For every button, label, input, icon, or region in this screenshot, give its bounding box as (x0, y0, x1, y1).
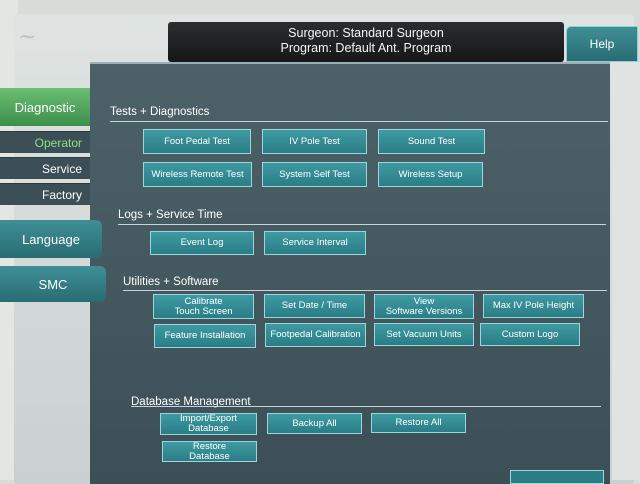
button-label-line: Touch Screen (174, 305, 233, 317)
help-button[interactable]: Help (566, 26, 638, 62)
monitor-bezel-right (612, 62, 640, 480)
system-self-test-button[interactable]: System Self Test (262, 162, 367, 187)
wireless-setup-button[interactable]: Wireless Setup (378, 162, 483, 187)
section-title-tests: Tests + Diagnostics (110, 106, 210, 118)
exit-button-partial[interactable] (510, 470, 604, 484)
set-vacuum-units-button[interactable]: Set Vacuum Units (374, 323, 474, 346)
restore-database-button[interactable]: Restore Database (162, 441, 257, 462)
section-divider (131, 406, 601, 407)
tab-smc[interactable]: SMC (0, 266, 106, 302)
subtab-operator[interactable]: Operator (0, 131, 90, 153)
calibrate-touch-screen-button[interactable]: Calibrate Touch Screen (153, 294, 254, 319)
section-title-utilities: Utilities + Software (123, 276, 219, 288)
button-label-line: Calibrate (184, 295, 223, 307)
restore-all-button[interactable]: Restore All (371, 413, 466, 433)
surgeon-label: Surgeon: Standard Surgeon (288, 26, 444, 40)
program-label: Program: Default Ant. Program (280, 41, 452, 55)
sound-test-button[interactable]: Sound Test (378, 129, 485, 154)
footpedal-calibration-button[interactable]: Footpedal Calibration (265, 323, 366, 347)
max-iv-pole-height-button[interactable]: Max IV Pole Height (483, 294, 584, 318)
button-label-line: Software Versions (385, 305, 463, 317)
feature-installation-button[interactable]: Feature Installation (154, 324, 256, 348)
tab-language[interactable]: Language (0, 220, 102, 258)
brand-logo: ~ (18, 25, 38, 50)
iv-pole-test-button[interactable]: IV Pole Test (262, 129, 367, 154)
service-interval-button[interactable]: Service Interval (264, 231, 366, 255)
section-divider (123, 290, 607, 291)
section-title-logs: Logs + Service Time (118, 209, 223, 221)
subtab-service[interactable]: Service (0, 157, 90, 179)
button-label-line: Database (189, 450, 230, 462)
backup-all-button[interactable]: Backup All (267, 413, 362, 434)
button-label-line: Restore (192, 440, 227, 452)
tab-diagnostic[interactable]: Diagnostic (0, 88, 90, 126)
section-divider (118, 224, 606, 225)
button-label-line: View (413, 295, 435, 307)
section-title-database: Database Management (131, 396, 251, 408)
set-date-time-button[interactable]: Set Date / Time (264, 294, 365, 318)
event-log-button[interactable]: Event Log (150, 231, 254, 255)
foot-pedal-test-button[interactable]: Foot Pedal Test (143, 129, 251, 154)
section-divider (110, 121, 608, 122)
subtab-factory[interactable]: Factory (0, 183, 90, 205)
import-export-database-button[interactable]: Import/Export Database (160, 413, 257, 435)
wireless-remote-test-button[interactable]: Wireless Remote Test (143, 162, 252, 187)
custom-logo-button[interactable]: Custom Logo (480, 323, 580, 346)
view-software-versions-button[interactable]: View Software Versions (374, 294, 474, 319)
session-header: Surgeon: Standard Surgeon Program: Defau… (168, 22, 564, 62)
